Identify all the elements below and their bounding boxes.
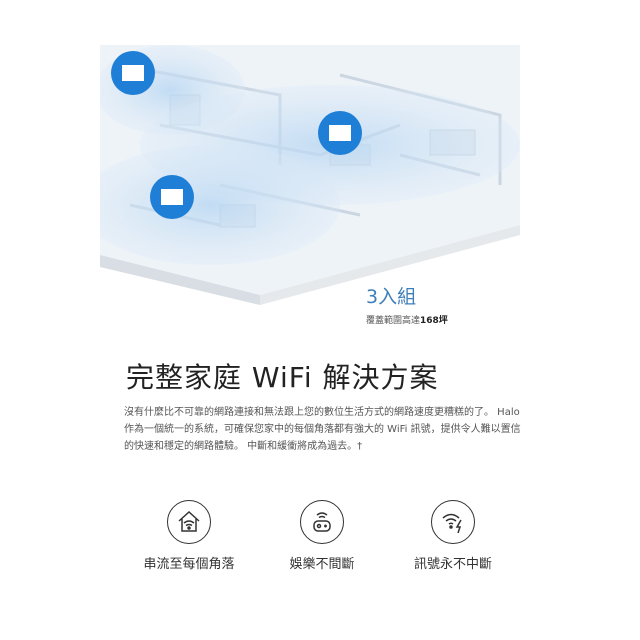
feature-gaming: 娛樂不間斷: [262, 500, 382, 576]
mesh-coverage-floorplan-image: [100, 45, 520, 305]
feature-label: 訊號永不中斷: [413, 557, 492, 572]
feature-streaming: 串流至每個角落: [129, 500, 249, 576]
home-wifi-icon: [167, 500, 211, 544]
coverage-value: 168坪: [420, 316, 448, 326]
mesh-node-icon: [318, 111, 362, 155]
coverage-label: 覆蓋範圍高達168坪: [366, 313, 448, 326]
feature-stable-signal: 訊號永不中斷: [393, 500, 513, 576]
wifi-bolt-icon: [431, 500, 475, 544]
description-text: 沒有什麼比不可靠的網路連接和無法跟上您的數位生活方式的網路速度更糟糕的了。 Ha…: [124, 407, 521, 452]
mesh-node-icon: [150, 175, 194, 219]
mesh-node-icon: [111, 51, 155, 95]
feature-label: 串流至每個角落: [143, 557, 235, 572]
page-title: 完整家庭 WiFi 解決方案: [126, 361, 439, 394]
pack-size-label: 3入組: [366, 286, 417, 308]
gamepad-wifi-icon: [300, 500, 344, 544]
coverage-prefix: 覆蓋範圍高達: [366, 316, 421, 326]
feature-label: 娛樂不間斷: [289, 557, 355, 572]
